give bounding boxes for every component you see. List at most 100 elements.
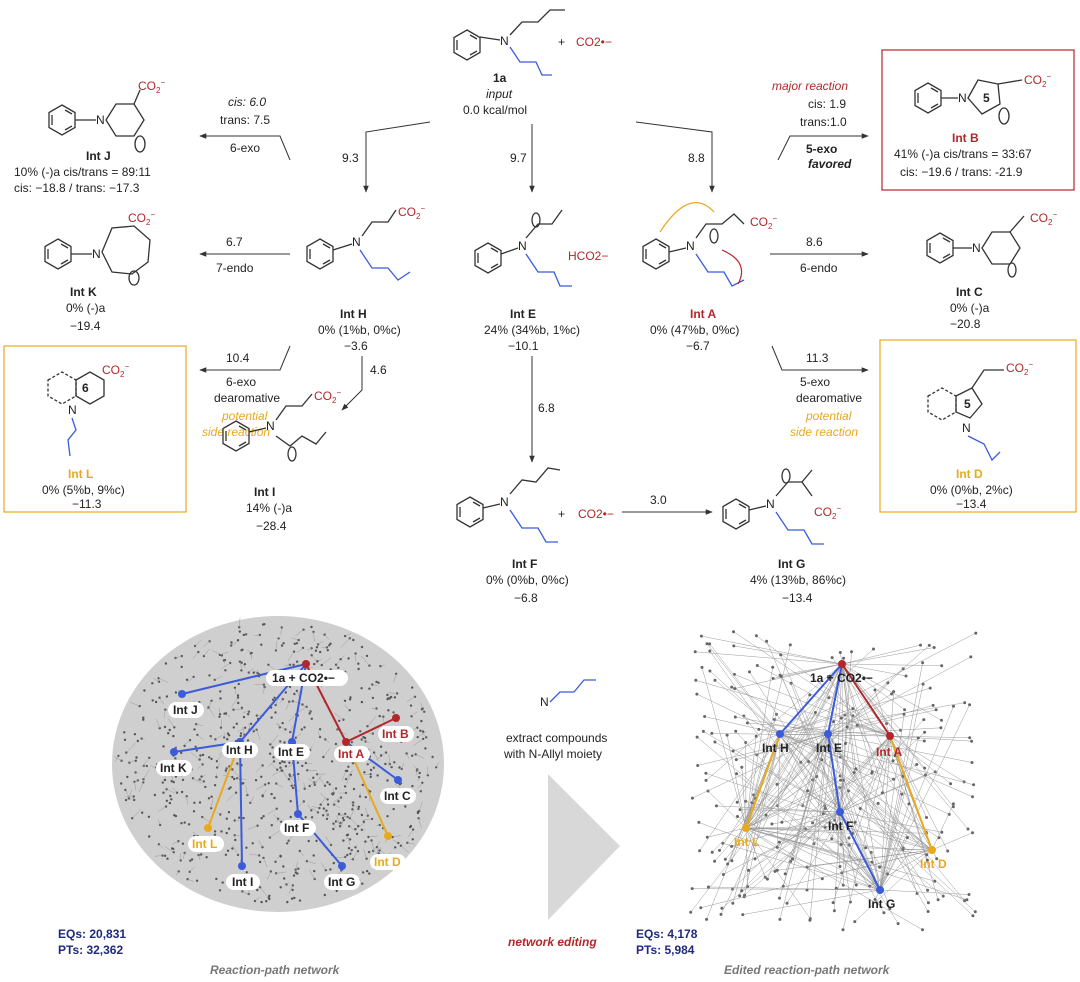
int-b-ring: 5	[983, 91, 990, 105]
int-a-co2: CO2−	[750, 214, 777, 231]
int-e-name: Int E	[510, 307, 536, 321]
int-h-line2: −3.6	[344, 339, 368, 353]
int-f-plus: +	[558, 507, 565, 521]
svg-text:N: N	[352, 235, 361, 249]
int-b-line1: 41% (-)a cis/trans = 33:67	[894, 147, 1032, 161]
int-f-line1: 0% (0%b, 0%c)	[486, 573, 569, 587]
editing-label: network editing	[508, 935, 597, 949]
left-node-b: Int B	[382, 727, 409, 741]
right-node-f: Int F	[828, 819, 853, 833]
h-to-l-barrier: 10.4	[226, 351, 250, 365]
int-l-line2: −11.3	[72, 497, 102, 511]
left-node-f: Int F	[284, 821, 309, 835]
int-l-name: Int L	[68, 467, 93, 481]
int-f-line2: −6.8	[514, 591, 538, 605]
int-k-name: Int K	[70, 285, 97, 299]
f-to-g-barrier: 3.0	[650, 493, 667, 507]
int-a-line2: −6.7	[686, 339, 710, 353]
int-k-co2: CO2−	[128, 210, 155, 227]
right-node-e: Int E	[816, 741, 842, 755]
right-node-l: Int L	[734, 835, 759, 849]
right-node-h: Int H	[762, 741, 789, 755]
svg-text:N: N	[518, 239, 527, 253]
int-e-line1: 24% (34%b, 1%c)	[484, 323, 580, 337]
start-energy: 0.0 kcal/mol	[463, 103, 527, 117]
middle-editing: N extract compounds with N-Allyl moiety …	[503, 679, 620, 949]
right-network-labels: 1a + CO2•− Int H Int E Int A Int F Int L…	[734, 671, 947, 911]
int-b-co2: CO2−	[1024, 72, 1051, 89]
int-i-name: Int I	[254, 485, 275, 499]
int-b-box	[881, 49, 1075, 191]
editing-chevron	[548, 774, 620, 920]
int-h-name: Int H	[340, 307, 367, 321]
int-i: N CO2− Int I 14% (-)a −28.4	[222, 388, 341, 533]
int-h-line1: 0% (1%b, 0%c)	[318, 323, 401, 337]
barrier-to-e: 9.7	[510, 151, 527, 165]
d-arrow-potential: potential	[805, 409, 852, 423]
left-node-e: Int E	[278, 745, 304, 759]
l-arrow-potential: potential	[221, 409, 268, 423]
int-a-name: Int A	[690, 307, 717, 321]
svg-text:N: N	[766, 497, 775, 511]
int-d-line1: 0% (0%b, 2%c)	[930, 483, 1013, 497]
a-to-d-barrier: 11.3	[806, 351, 829, 365]
int-g: N CO2− Int G 4% (13%b, 86%c) −13.4	[722, 468, 846, 605]
j-arrow-trans: trans: 7.5	[220, 113, 270, 127]
int-e-line2: −10.1	[508, 339, 539, 353]
svg-text:N: N	[266, 419, 275, 433]
svg-text:N: N	[68, 403, 77, 417]
svg-text:N: N	[686, 239, 695, 253]
left-pts: PTs: 32,362	[58, 943, 123, 957]
int-f-name: Int F	[512, 557, 537, 571]
b-arrow-trans: trans:1.0	[800, 115, 847, 129]
int-g-line2: −13.4	[782, 591, 813, 605]
l-arrow-mode: 6-exo	[226, 375, 256, 389]
int-k: N CO2− Int K 0% (-)a −19.4	[44, 210, 155, 333]
d-arrow-side: side reaction	[790, 425, 858, 439]
left-node-g: Int G	[328, 875, 355, 889]
left-network: 1a + CO2•− Int J Int H Int E Int A Int B…	[58, 616, 444, 977]
right-eqs: EQs: 4,178	[636, 927, 698, 941]
left-node-a: Int A	[338, 747, 365, 761]
svg-text:N: N	[500, 495, 509, 509]
start-subtitle: input	[486, 87, 513, 101]
int-i-line2: −28.4	[256, 519, 287, 533]
int-l-line1: 0% (5%b, 9%c)	[42, 483, 125, 497]
right-network-mesh	[689, 630, 978, 932]
int-l-ring: 6	[82, 381, 89, 395]
l-arrow-dearomative: dearomative	[214, 391, 280, 405]
b-arrow-cis: cis: 1.9	[808, 97, 846, 111]
int-b: N 5 CO2− Int B 41% (-)a cis/trans = 33:6…	[881, 49, 1075, 191]
j-arrow-cis: cis: 6.0	[228, 95, 266, 109]
e-to-f-barrier: 6.8	[538, 401, 555, 415]
int-i-line1: 14% (-)a	[246, 501, 292, 515]
svg-text:N: N	[92, 247, 101, 261]
j-arrow-mode: 6-exo	[230, 141, 260, 155]
svg-text:N: N	[958, 91, 967, 105]
int-g-name: Int G	[778, 557, 805, 571]
plus-sign: +	[558, 35, 565, 49]
left-node-h: Int H	[226, 743, 253, 757]
hco2-label: HCO2−	[568, 249, 608, 263]
left-node-d: Int D	[374, 855, 401, 869]
extract-line1: extract compounds	[506, 731, 607, 745]
int-h: N CO2− Int H 0% (1%b, 0%c) −3.6	[306, 204, 425, 353]
b-arrow-favored: favored	[808, 157, 852, 171]
h-to-i-barrier: 4.6	[370, 363, 387, 377]
int-f: N + CO2•− Int F 0% (0%b, 0%c) −6.8	[456, 467, 614, 605]
right-node-d: Int D	[920, 857, 947, 871]
right-caption: Edited reaction-path network	[724, 963, 891, 977]
d-arrow-mode: 5-exo	[800, 375, 830, 389]
int-b-name: Int B	[952, 131, 979, 145]
start-label: 1a	[493, 71, 507, 85]
int-j-name: Int J	[86, 149, 111, 163]
int-c-co2: CO2−	[1030, 210, 1057, 227]
int-d-ring: 5	[964, 397, 971, 411]
svg-text:N: N	[962, 421, 971, 435]
int-c-line2: −20.8	[950, 317, 981, 331]
right-network-paths	[742, 660, 936, 894]
int-c-name: Int C	[956, 285, 983, 299]
right-network: 1a + CO2•− Int H Int E Int A Int F Int L…	[636, 630, 978, 977]
int-d-box	[879, 339, 1077, 513]
left-node-j: Int J	[173, 703, 198, 717]
